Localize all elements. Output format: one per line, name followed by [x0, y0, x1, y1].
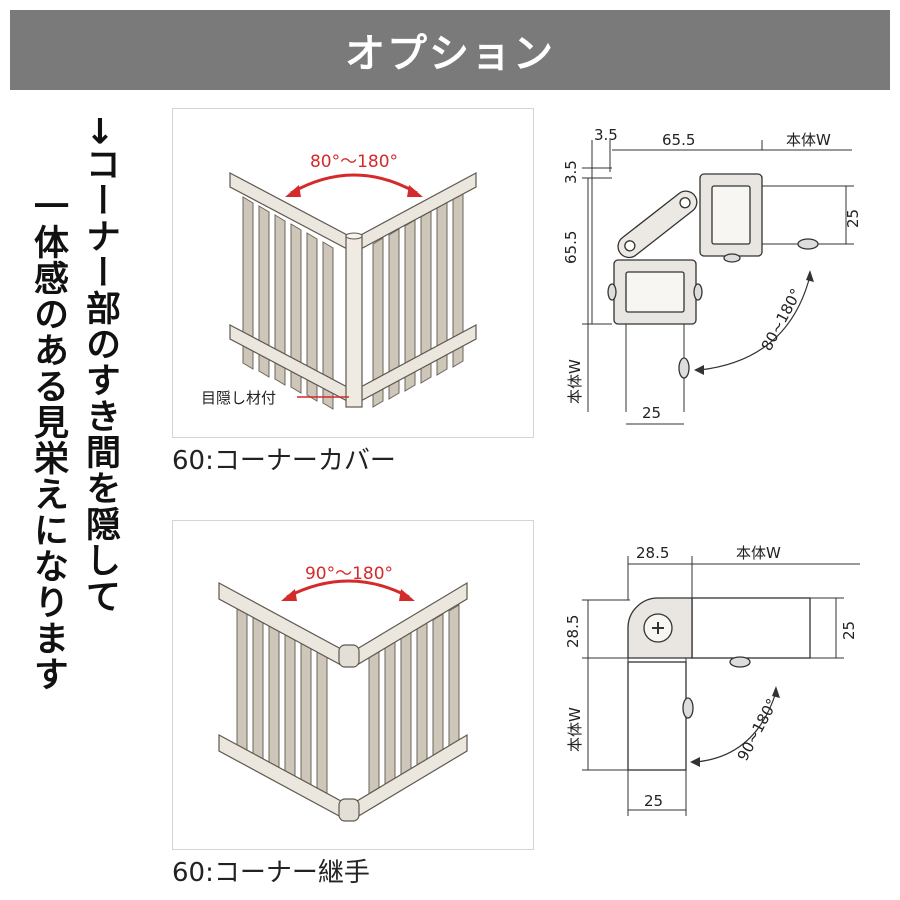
header-bar: オプション — [10, 10, 890, 90]
corner-joint-caption: 60:コーナー継手 — [172, 858, 370, 888]
corner-cover-drawing-angle: 80~180° — [758, 286, 806, 354]
joint-dim-left-body: 本体W — [566, 707, 584, 752]
corner-joint-drawing-angle: 90~180° — [734, 696, 782, 764]
dim-bottom: 25 — [642, 404, 661, 422]
corner-cover-angle-label: 80°～180° — [310, 152, 398, 172]
dim-top-large: 65.5 — [662, 131, 695, 149]
corner-joint-photo-box: 90°～180° — [172, 520, 534, 850]
joint-dim-top-body: 本体W — [736, 544, 781, 562]
side-copy-line-2: 一体感のある見栄えになります — [28, 188, 68, 692]
corner-joint-illustration: 90°～180° — [218, 564, 468, 822]
dim-right: 25 — [844, 209, 862, 228]
joint-dim-bottom: 25 — [644, 792, 663, 810]
corner-cover-photo-box: 80°～180° 目隠し材付 — [172, 108, 534, 438]
dim-left-body: 本体W — [566, 359, 584, 404]
joint-dim-left-small: 28.5 — [564, 615, 582, 648]
joint-dim-top-small: 28.5 — [636, 544, 669, 562]
dim-top-small: 3.5 — [594, 126, 618, 144]
corner-joint-drawing: 90~180° 28.5 本体W 28.5 本体W 25 25 — [564, 544, 860, 816]
dim-left-large: 65.5 — [562, 231, 580, 264]
dim-left-small: 3.5 — [562, 160, 580, 184]
corner-cover-drawing: 80~180° 3.5 65.5 本体W 3.5 65.5 本体W 25 25 — [562, 126, 862, 425]
side-copy-line-1: →コーナー部のすき間を隠して — [80, 116, 120, 615]
corner-cover-callout: 目隠し材付 — [201, 389, 276, 407]
corner-cover-caption: 60:コーナーカバー — [172, 446, 396, 476]
corner-cover-illustration: 80°～180° 目隠し材付 — [201, 152, 477, 410]
dim-top-body: 本体W — [786, 131, 831, 149]
joint-dim-right: 25 — [840, 621, 858, 640]
page-title: オプション — [345, 31, 555, 77]
corner-joint-angle-label: 90°～180° — [305, 564, 393, 584]
